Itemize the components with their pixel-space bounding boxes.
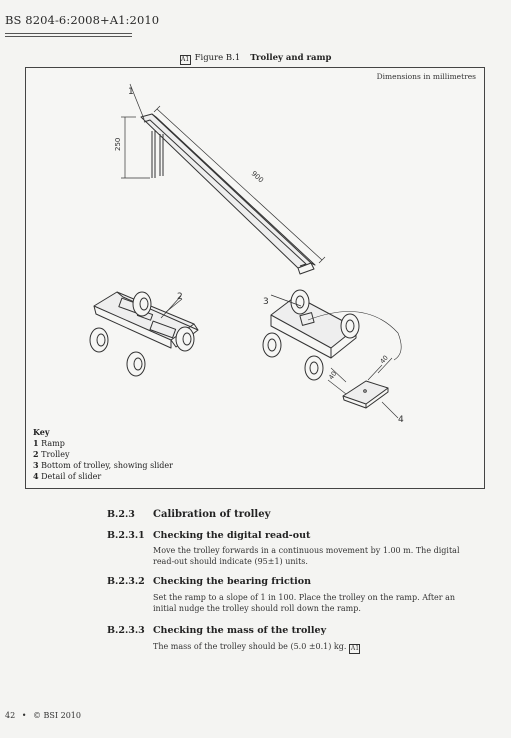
ramp bbox=[140, 113, 316, 275]
section-title: Calibration of trolley bbox=[153, 509, 271, 520]
trolley-bottom bbox=[262, 289, 402, 381]
callout-1: 1 bbox=[128, 87, 134, 97]
section-title: Checking the bearing friction bbox=[153, 576, 312, 587]
key-item: 2 Trolley bbox=[33, 449, 70, 459]
amendment-end-icon: A1 bbox=[349, 644, 361, 654]
dim-slider-d-label: 40 bbox=[378, 354, 389, 365]
figure-frame: Dimensions in millimetres bbox=[25, 67, 485, 489]
figure-key: Key 1 Ramp 2 Trolley 3 Bottom of trolley… bbox=[33, 427, 173, 482]
callout-4: 4 bbox=[398, 415, 404, 425]
section-title: Checking the digital read-out bbox=[153, 530, 311, 541]
dim-length-label: 900 bbox=[250, 170, 265, 185]
section-number: B.2.3.2 bbox=[107, 576, 145, 587]
key-item: 4 Detail of slider bbox=[33, 471, 102, 481]
slider-detail bbox=[327, 357, 399, 419]
key-heading: Key bbox=[33, 427, 50, 437]
key-item: 1 Ramp bbox=[33, 438, 65, 448]
trolley-and-ramp-drawing: 1 2 3 4 250 900 40 40 bbox=[89, 83, 404, 425]
callout-3: 3 bbox=[263, 297, 269, 307]
section-number: B.2.3.1 bbox=[107, 530, 145, 541]
running-header: BS 8204-6:2008+A1:2010 bbox=[5, 13, 160, 27]
section-number: B.2.3.3 bbox=[107, 625, 145, 636]
section-body: The mass of the trolley should be (5.0 ±… bbox=[153, 642, 347, 651]
page-footer: 42 • © BSI 2010 bbox=[5, 711, 81, 720]
ramp-dimensions bbox=[121, 83, 326, 264]
amendment-start-icon: A1 bbox=[179, 55, 191, 65]
section-body-wrapper: The mass of the trolley should be (5.0 ±… bbox=[153, 641, 471, 654]
header-rule bbox=[5, 36, 132, 37]
figure-number: Figure B.1 bbox=[194, 53, 241, 63]
section-body: Move the trolley forwards in a continuou… bbox=[153, 546, 460, 566]
trolley-top bbox=[89, 291, 199, 377]
header-rule bbox=[5, 33, 132, 34]
figure-title: Trolley and ramp bbox=[250, 53, 332, 63]
dim-height-label: 250 bbox=[114, 138, 122, 151]
section-body: Set the ramp to a slope of 1 in 100. Pla… bbox=[153, 593, 456, 613]
page-number: 42 bbox=[5, 711, 16, 720]
dimensions-note: Dimensions in millimetres bbox=[376, 72, 476, 81]
section-number: B.2.3 bbox=[107, 509, 135, 520]
callout-2: 2 bbox=[177, 292, 183, 302]
section-title: Checking the mass of the trolley bbox=[153, 625, 327, 636]
key-item: 3 Bottom of trolley, showing slider bbox=[33, 460, 173, 470]
footer-bullet: • bbox=[21, 711, 27, 720]
copyright: © BSI 2010 bbox=[33, 711, 81, 720]
dim-slider-w-label: 40 bbox=[327, 370, 338, 381]
